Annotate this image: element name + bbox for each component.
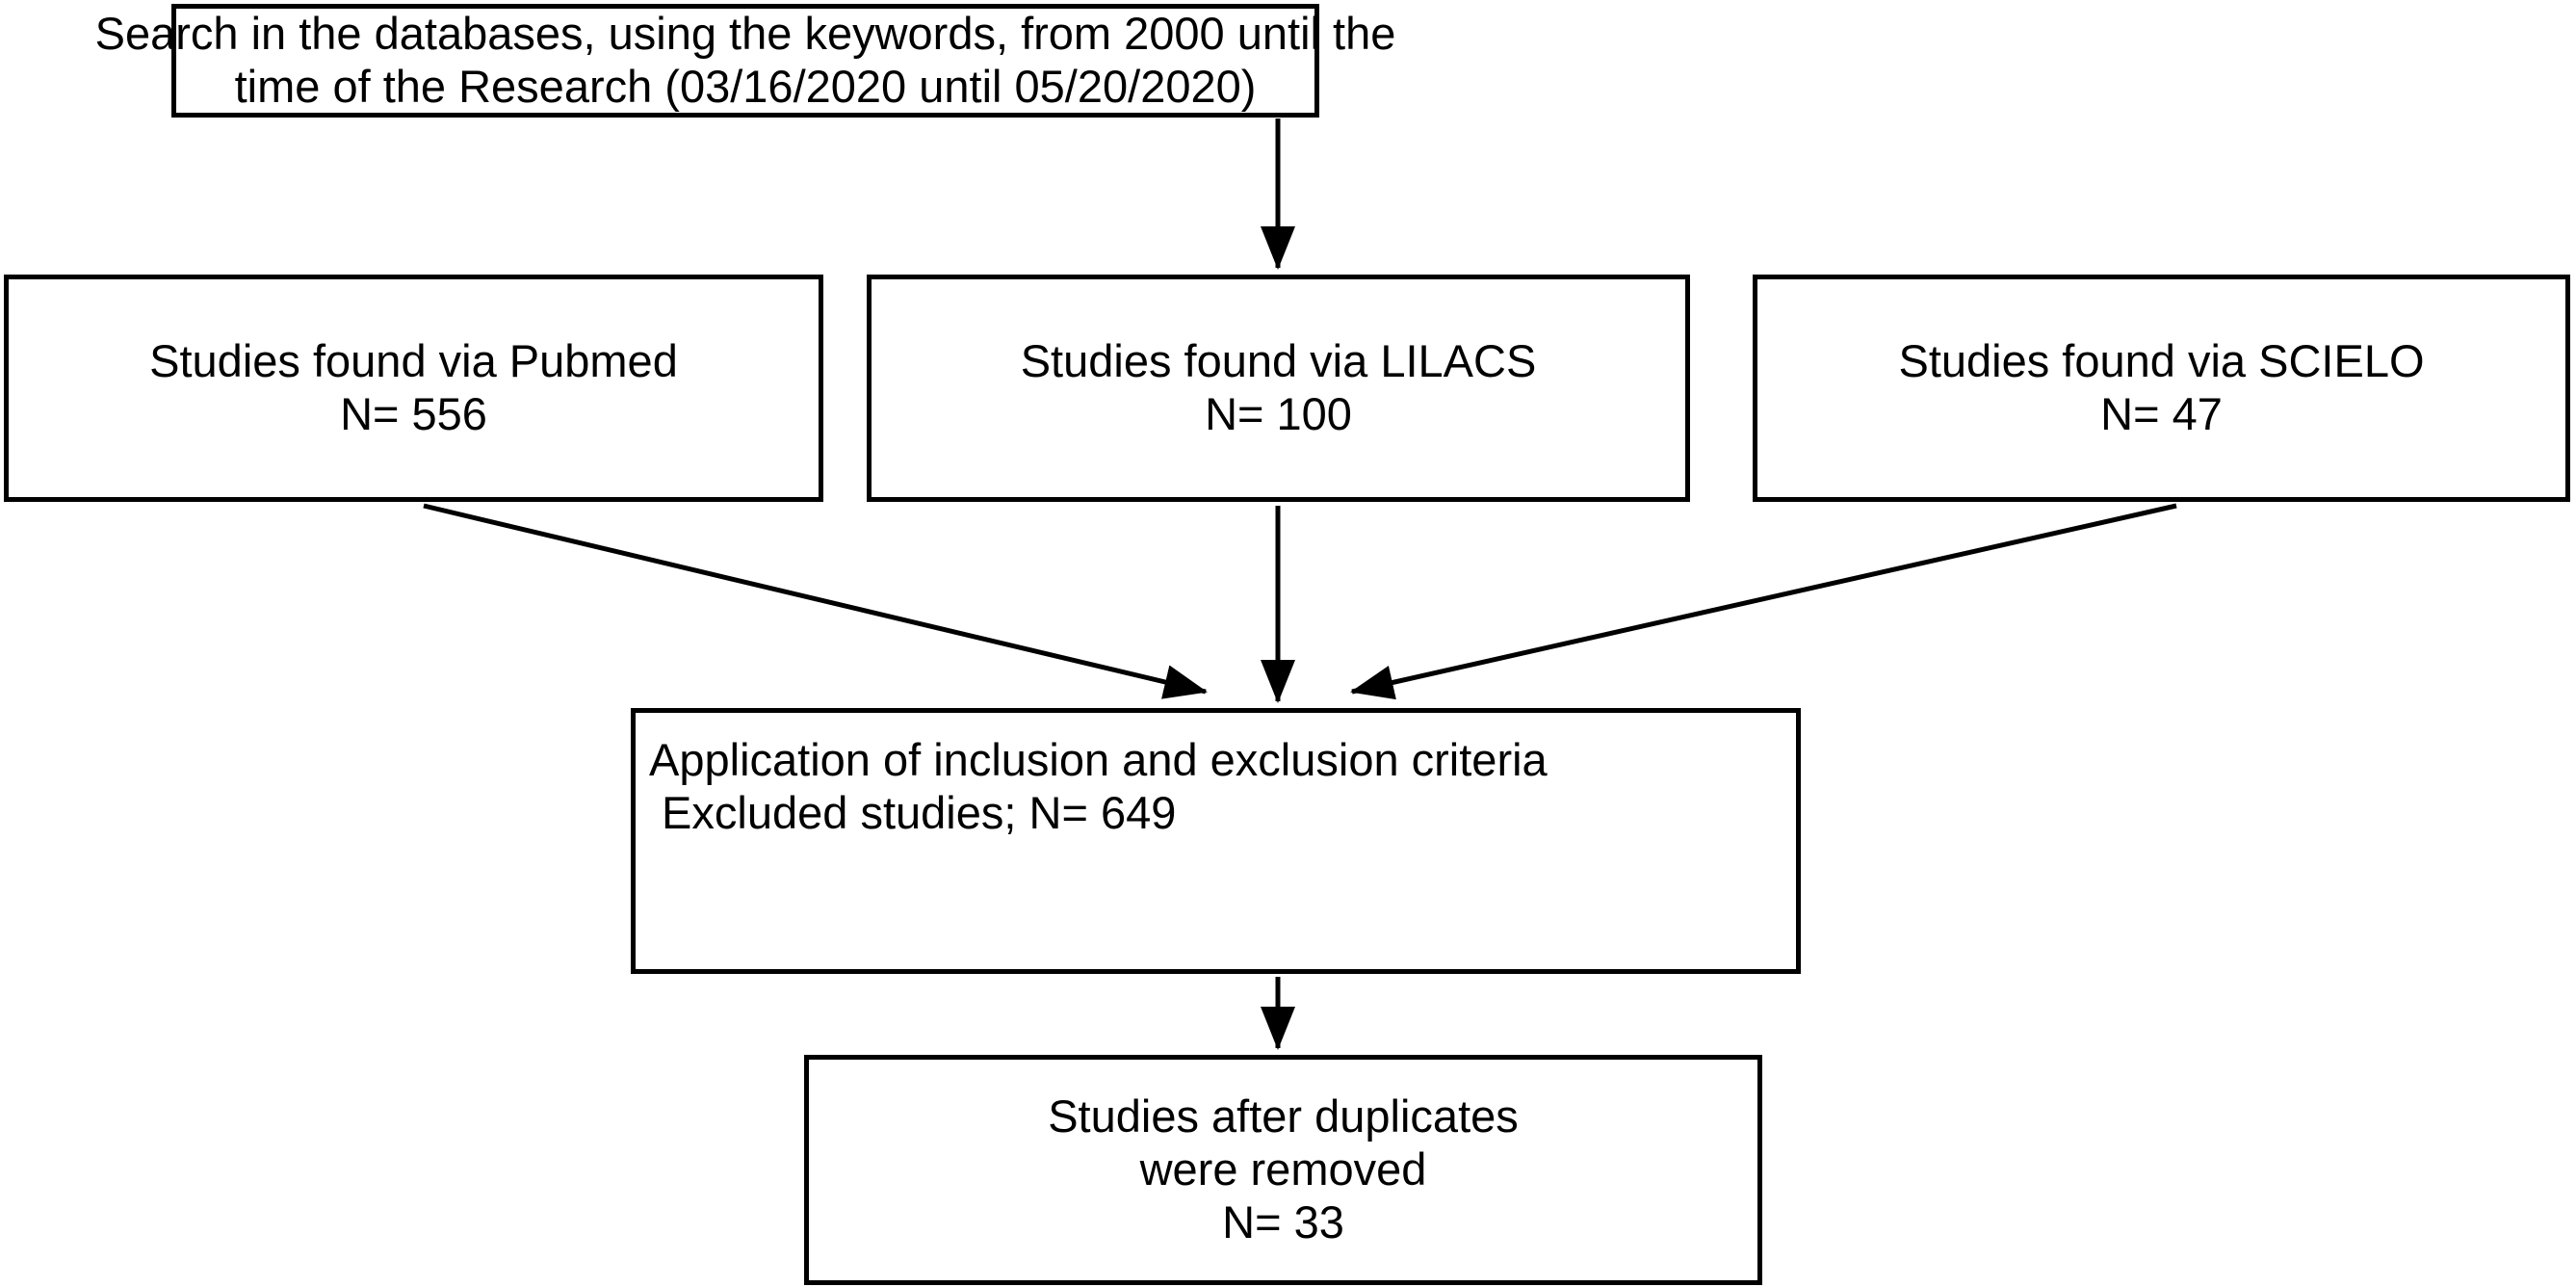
pubmed-box-label: Studies found via Pubmed	[149, 335, 678, 387]
pubmed-box: Studies found via Pubmed N= 556	[4, 275, 823, 502]
pubmed-box-count: N= 556	[340, 388, 487, 439]
lilacs-box-label: Studies found via LILACS	[1020, 335, 1537, 387]
results-box-count: N= 33	[1222, 1195, 1344, 1248]
lilacs-box: Studies found via LILACS N= 100	[867, 275, 1690, 502]
search-box-line-1: Search in the databases, using the keywo…	[94, 8, 1396, 60]
edge-pubmed-to-criteria	[423, 503, 1208, 699]
results-box-line-1: Studies after duplicates	[1048, 1090, 1519, 1143]
criteria-box-line-1: Application of inclusion and exclusion c…	[649, 734, 1548, 785]
scielo-box-label: Studies found via SCIELO	[1898, 335, 2425, 387]
search-box: Search in the databases, using the keywo…	[95, 4, 1395, 118]
criteria-box-line-2: Excluded studies; N= 649	[649, 786, 1177, 838]
criteria-box: Application of inclusion and exclusion c…	[631, 708, 1801, 974]
results-box-line-2: were removed	[1139, 1143, 1427, 1195]
scielo-box: Studies found via SCIELO N= 47	[1753, 275, 2570, 502]
search-box-line-2: time of the Research (03/16/2020 until 0…	[234, 61, 1257, 112]
edge-scielo-to-criteria	[1350, 503, 2177, 700]
lilacs-box-count: N= 100	[1205, 388, 1352, 439]
scielo-box-count: N= 47	[2100, 388, 2223, 439]
results-box: Studies after duplicates were removed N=…	[804, 1055, 1762, 1285]
